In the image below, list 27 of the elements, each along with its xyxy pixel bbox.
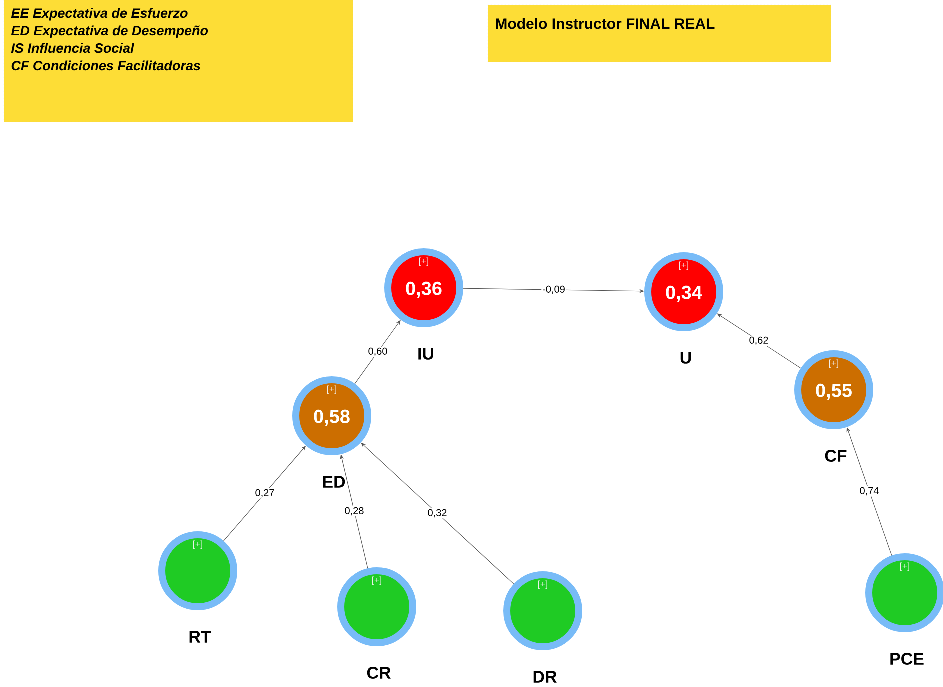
- circle-node: [+] 0,58: [292, 376, 372, 456]
- circle-node: [+]: [504, 572, 582, 650]
- node-label: PCE: [890, 652, 924, 666]
- edge-label: 0,62: [748, 336, 770, 346]
- node-label: ED: [323, 476, 346, 488]
- edge-label: 0,74: [858, 486, 880, 497]
- circle-node: [+]: [158, 532, 238, 610]
- title-box: Modelo Instructor FINAL REAL: [488, 5, 832, 62]
- circle-node: [+] 0,55: [794, 350, 874, 430]
- node-label: U: [680, 352, 692, 364]
- circle-node: [+] 0,36: [384, 248, 464, 328]
- edge-label: 0,60: [367, 346, 389, 358]
- node-label: CR: [367, 666, 391, 680]
- arrow: [717, 314, 802, 369]
- edge-label: 0,28: [344, 506, 366, 517]
- arrow: [354, 320, 401, 384]
- edge-label: 0,32: [426, 508, 448, 519]
- circle-node: [+]: [866, 554, 943, 632]
- edge-label: 0,27: [254, 488, 276, 499]
- edge-label: -0,09: [542, 284, 566, 296]
- legend-box: EE Expectativa de Esfuerzo ED Expectativa de Desempeño IS Influencia Social CF Condiciones Facilitadoras: [4, 0, 354, 122]
- node-label: IU: [418, 348, 434, 360]
- circle-node: [+]: [338, 568, 416, 646]
- node-label: CF: [825, 450, 847, 462]
- circle-node: [+] 0,34: [644, 252, 724, 332]
- node-label: RT: [190, 631, 212, 643]
- node-label: DR: [534, 671, 557, 683]
